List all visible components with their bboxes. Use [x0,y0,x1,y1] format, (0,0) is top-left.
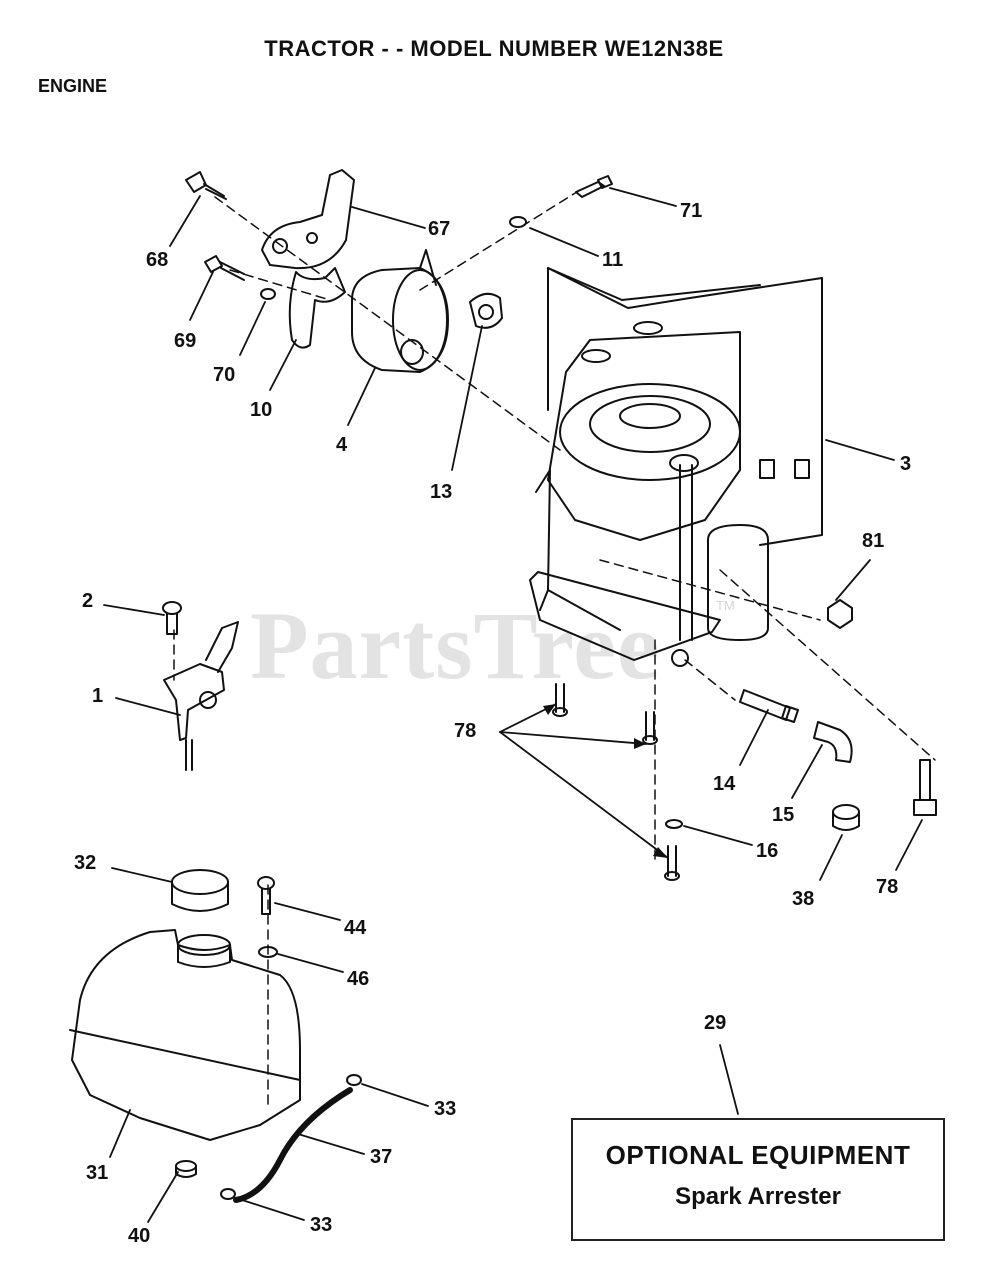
callout-31: 31 [86,1162,109,1184]
callout-33-lower: 33 [310,1214,333,1236]
engine-3-icon [529,267,823,667]
callout-4: 4 [336,434,348,456]
fuel-cap-32-icon [171,869,229,912]
callout-78-left: 78 [454,720,477,742]
heat-shield-67-icon [261,169,355,270]
elbow-15-icon [813,721,853,763]
callout-46: 46 [347,968,370,990]
callout-68: 68 [146,249,169,271]
callout-15: 15 [772,804,795,826]
clamp-33-lower-icon [220,1188,236,1200]
muffler-shield-10-icon [288,267,346,349]
bolt-78-right-icon [913,759,937,816]
bolt-68-icon [185,171,227,200]
watermark: PartsTree [250,592,661,699]
callout-40: 40 [128,1225,151,1247]
callout-44: 44 [344,917,367,939]
throttle-control-1-icon [163,621,239,771]
bolt-78-middle-icon [642,711,658,745]
callout-33-upper: 33 [434,1098,457,1120]
muffler-4-icon [351,249,449,373]
callout-38: 38 [792,888,815,910]
callout-69: 69 [174,330,197,352]
leader-lines [103,187,923,1223]
alignment-lines [173,189,936,1111]
callout-13: 13 [430,481,453,503]
bushing-40-icon [175,1160,197,1178]
optional-equipment-box: OPTIONAL EQUIPMENT Spark Arrester [571,1118,945,1241]
callout-67: 67 [428,218,451,240]
arrowheads [543,704,668,858]
gasket-13-icon [469,292,503,329]
section-label: ENGINE [38,76,108,96]
callout-37: 37 [370,1146,393,1168]
callout-32: 32 [74,852,97,874]
optional-equipment-title: OPTIONAL EQUIPMENT [605,1140,911,1170]
bolt-71-icon [575,175,613,198]
callout-14: 14 [713,773,736,795]
nut-81-icon [827,599,853,629]
screw-44-icon [257,876,275,915]
callout-78-right: 78 [876,876,899,898]
pipe-nipple-14-icon [739,689,799,723]
drain-plug-38-icon [832,804,860,831]
fuel-tank-31-icon [69,929,301,1141]
callout-29: 29 [704,1012,727,1034]
washer-46-icon [258,946,278,958]
bolt-69-icon [204,255,245,281]
callout-11: 11 [602,249,624,271]
callout-71: 71 [680,200,703,222]
screw-2-icon [162,601,182,635]
callout-10: 10 [250,399,273,421]
page-title: TRACTOR - - MODEL NUMBER WE12N38E [264,36,724,61]
bolt-78-upper-icon [552,683,568,717]
callout-81: 81 [862,530,885,552]
callout-1: 1 [92,685,104,707]
washer-70-icon [260,288,276,300]
fuel-line-37-icon [233,1087,353,1203]
callout-16: 16 [756,840,779,862]
bolt-78-lower-icon [664,845,680,881]
callout-3: 3 [900,453,912,475]
callout-2: 2 [82,590,94,612]
callout-70: 70 [213,364,236,386]
clamp-33-upper-icon [346,1074,362,1086]
washer-16-icon [665,819,683,829]
watermark-trademark: TM [716,598,735,613]
optional-equipment-item: Spark Arrester [675,1183,841,1210]
lock-washer-11-icon [509,216,527,228]
